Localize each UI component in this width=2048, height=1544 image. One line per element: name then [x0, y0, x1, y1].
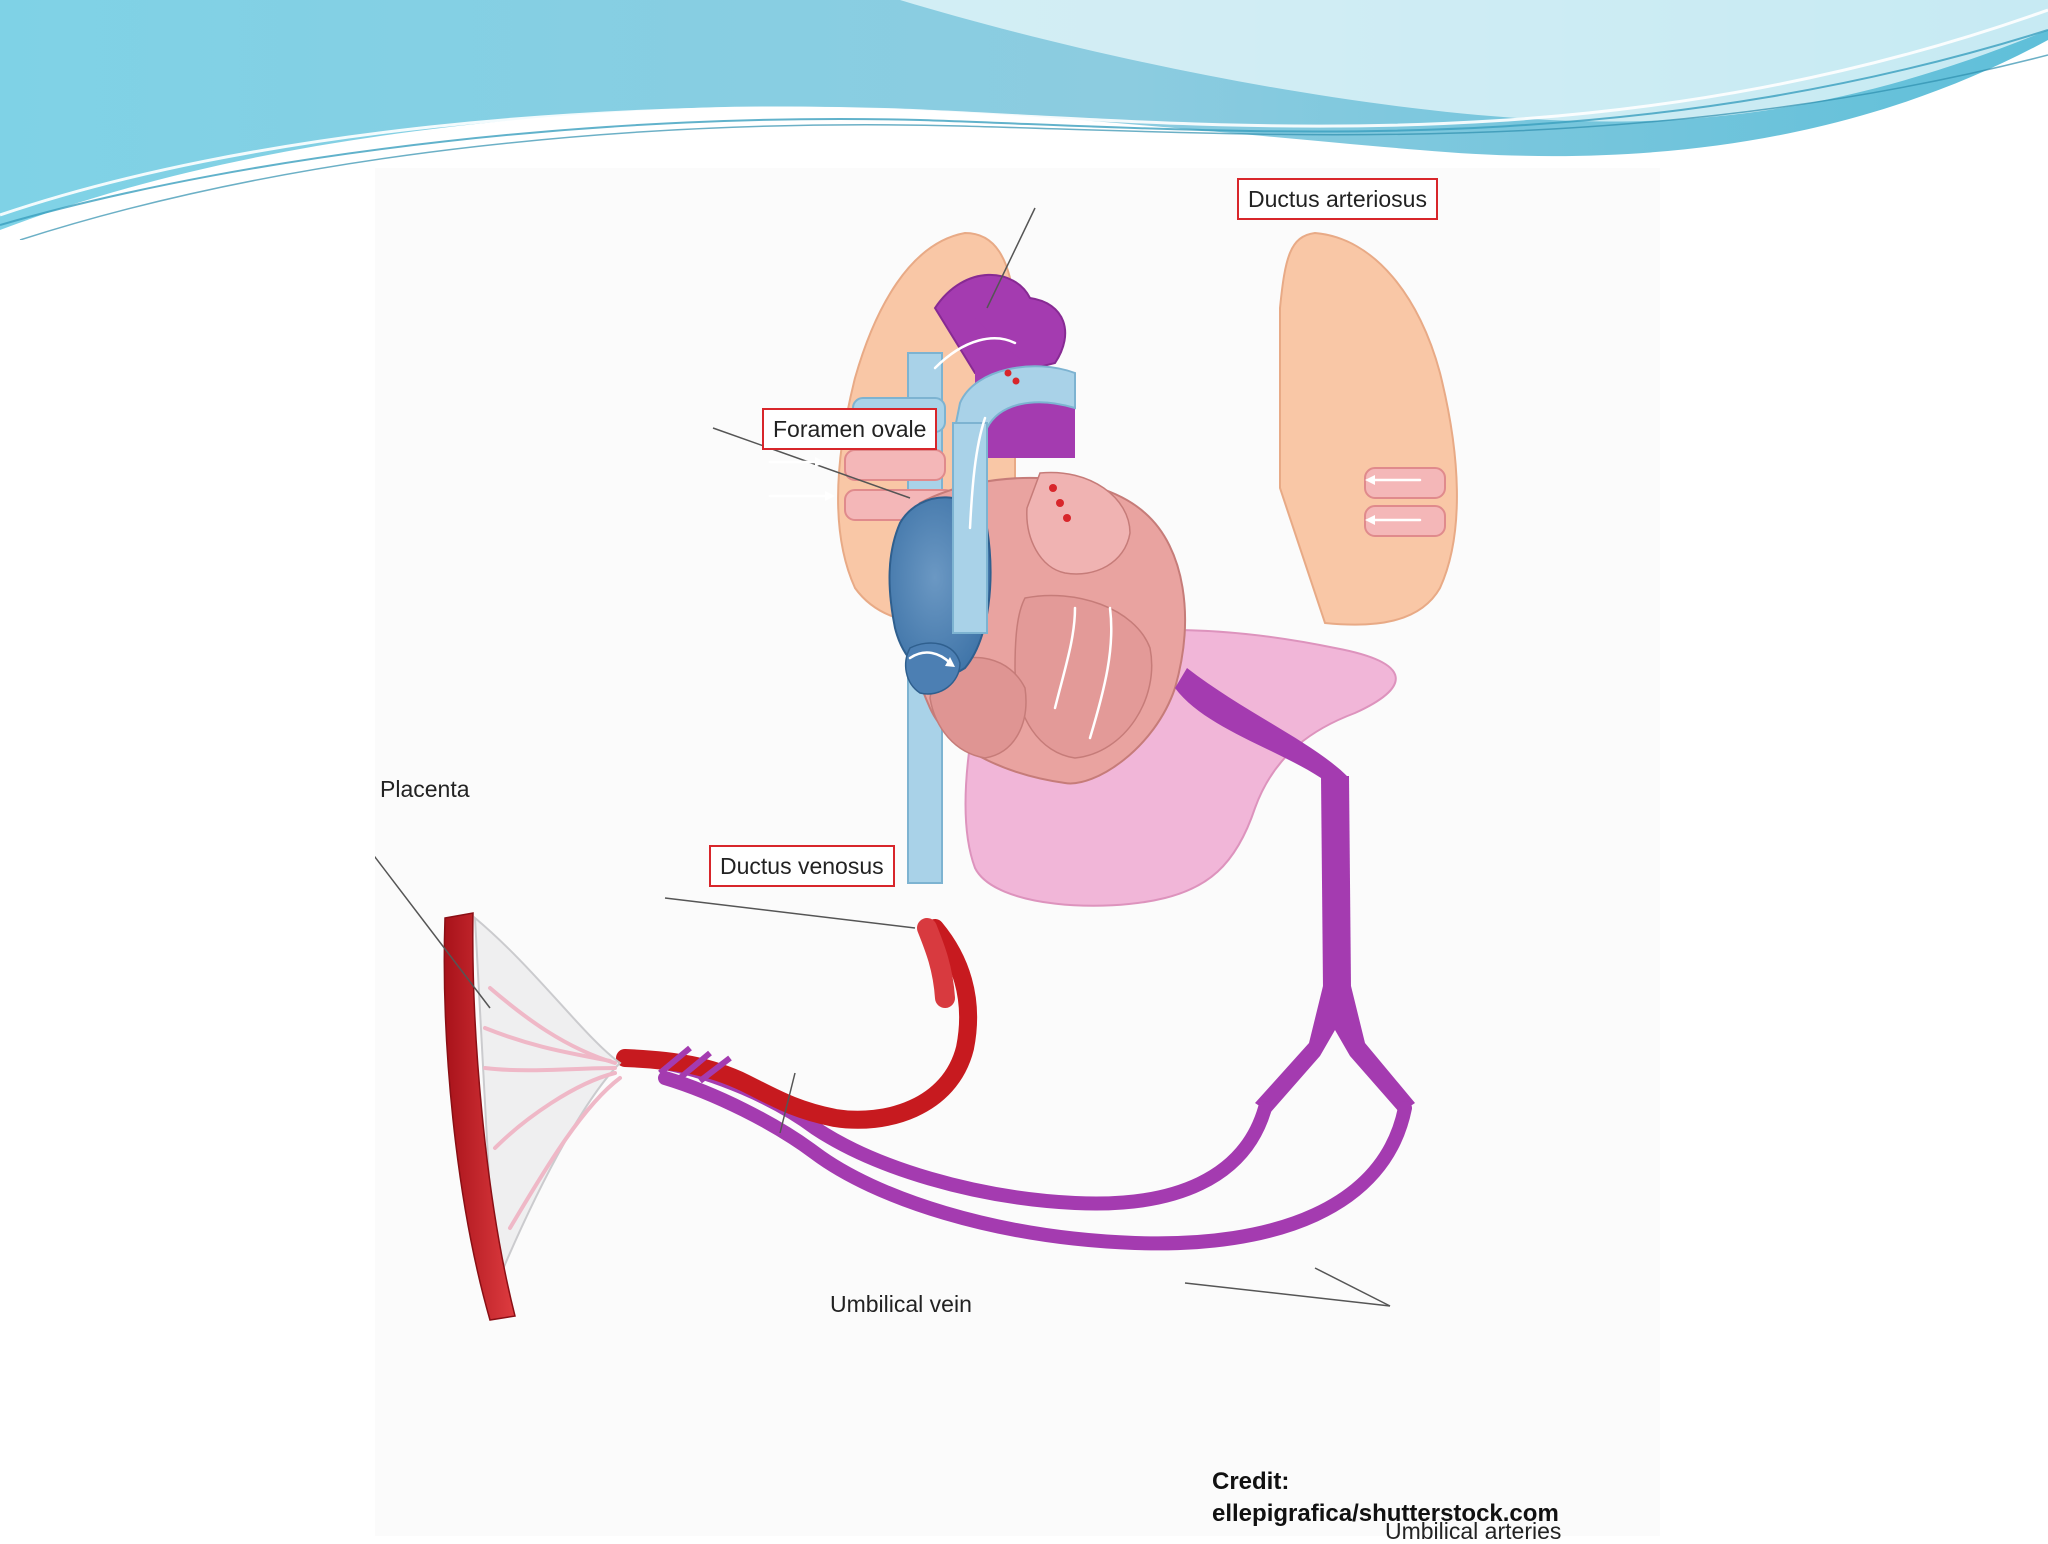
slide-header-wave [0, 0, 2048, 240]
ductus-venosus-segment [917, 918, 955, 1008]
leader-umbilical-vein [779, 1072, 796, 1134]
placenta-disc [443, 912, 516, 1321]
flow-arrow-icon [768, 337, 1422, 740]
leader-umbilical-artery-2 [1314, 1267, 1391, 1307]
pulmonary-vein-right-mid [1364, 467, 1446, 499]
aorta-upper-join [1175, 668, 1349, 778]
credit-heading: Credit: [1212, 1468, 1290, 1495]
placenta-vessels [483, 986, 622, 1230]
credit-source: ellepigrafica/shutterstock.com [1212, 1500, 1559, 1527]
label-umbilical-vein: Umbilical vein [830, 1291, 972, 1317]
cord-twist-1 [658, 1045, 692, 1076]
left-ventricle [1014, 594, 1153, 759]
cord-twist-2 [678, 1050, 712, 1081]
right-ventricle [929, 656, 1027, 759]
leader-ductus-arteriosus [986, 207, 1036, 309]
label-ductus-venosus: Ductus venosus [709, 845, 895, 887]
leader-lines [375, 207, 1391, 1307]
descending-aorta [1321, 776, 1351, 988]
umbilical-artery-lower [658, 1071, 1412, 1251]
iliac-bifurcation [1255, 986, 1415, 1113]
label-foramen-ovale: Foramen ovale [762, 408, 938, 450]
right-atrium-lower [904, 642, 961, 695]
label-placenta: Placenta [380, 776, 470, 802]
leader-placenta [375, 855, 491, 1009]
leader-ductus-venosus [664, 897, 916, 929]
fetal-circulation-figure: Ductus arteriosus Foramen ovale Placenta… [375, 168, 1660, 1543]
pulmonary-vein-left-mid [844, 449, 946, 481]
label-ductus-arteriosus: Ductus arteriosus [1237, 178, 1438, 220]
left-atrium [1026, 471, 1131, 575]
cord-twist-3 [698, 1055, 732, 1084]
aortic-arch [933, 273, 1067, 374]
image-credit: Credit: ellepigrafica/shutterstock.com [1212, 1466, 1559, 1530]
placenta-cone [473, 915, 622, 1289]
leader-umbilical-artery-1 [1184, 1282, 1391, 1307]
